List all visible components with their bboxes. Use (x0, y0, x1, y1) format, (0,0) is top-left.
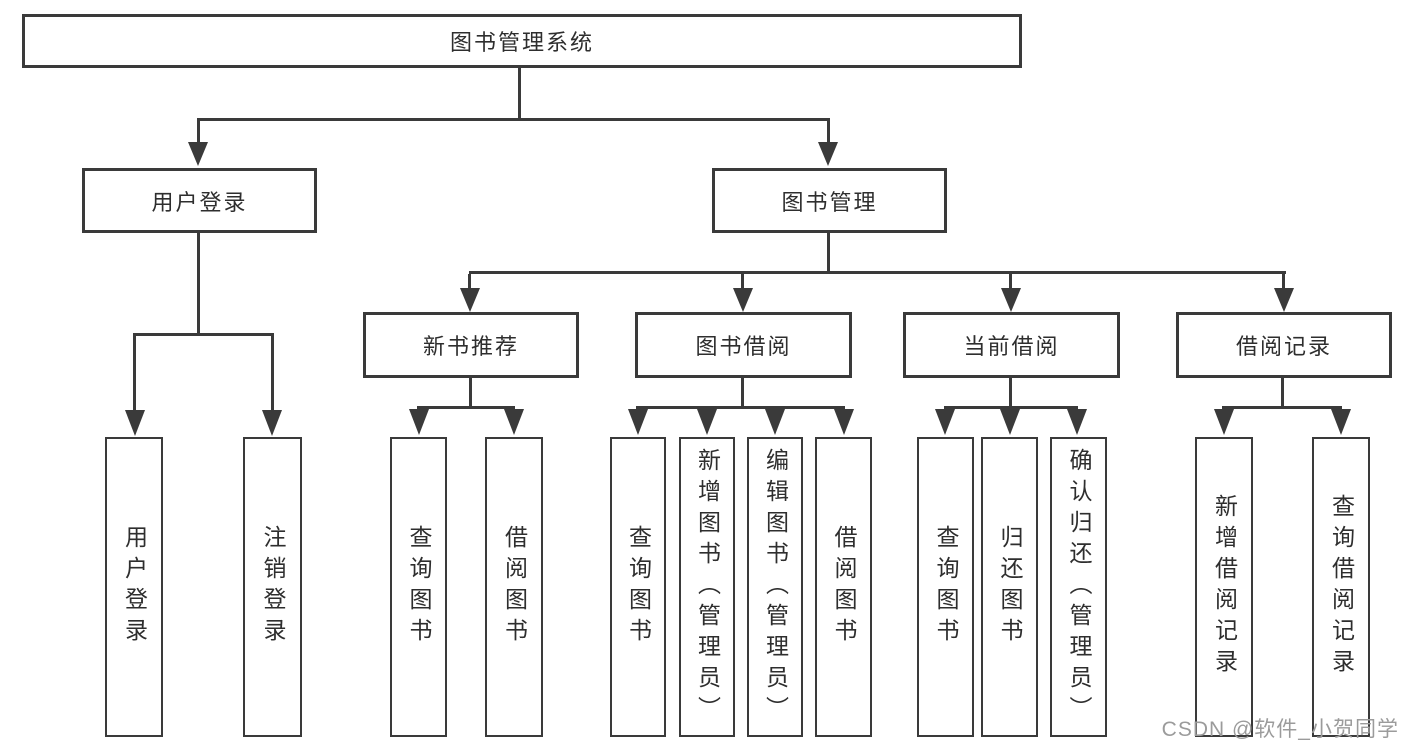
arrow-down-icon (409, 409, 429, 435)
arrow-down-icon (1000, 409, 1020, 435)
node-label: 归还图书 (997, 525, 1023, 649)
node-label: 借阅图书 (501, 525, 528, 649)
arrow-down-icon (1274, 288, 1294, 312)
node-label: 新书推荐 (422, 334, 519, 359)
connector-login-horizontal (133, 333, 274, 336)
node-current-borrowing: 当前借阅 (903, 312, 1120, 378)
leaf-return-books: 归还图书 (981, 437, 1038, 737)
node-label: 查询图书 (625, 525, 652, 649)
arrow-down-icon (834, 409, 854, 435)
arrow-down-icon (628, 409, 648, 435)
leaf-query-books-current: 查询图书 (917, 437, 974, 737)
connector-login-vertical (197, 233, 200, 335)
connector-stem (271, 335, 274, 411)
connector-stem (197, 120, 200, 144)
connector-stem (133, 335, 136, 411)
node-label: 图书管理 (781, 189, 878, 215)
node-label: 图书管理系统 (449, 30, 594, 55)
arrow-down-icon (733, 288, 753, 312)
leaf-user-login: 用户登录 (105, 437, 163, 737)
leaf-borrow-books: 借阅图书 (815, 437, 872, 737)
node-label: 注销登录 (260, 525, 286, 649)
arrow-down-icon (818, 142, 838, 166)
leaf-borrow-books-recommend: 借阅图书 (485, 437, 543, 737)
arrow-down-icon (262, 410, 282, 436)
leaf-query-borrow-record: 查询借阅记录 (1312, 437, 1370, 737)
arrow-down-icon (504, 409, 524, 435)
connector-horizontal (944, 406, 1078, 409)
leaf-query-books-borrowing: 查询图书 (610, 437, 666, 737)
node-label: 确认归还（管理员） (1066, 447, 1092, 727)
connector-stem (827, 120, 830, 144)
node-borrowing-records: 借阅记录 (1176, 312, 1392, 378)
connector-stem (1009, 274, 1012, 290)
arrow-down-icon (125, 410, 145, 436)
arrow-down-icon (1331, 409, 1351, 435)
connector-mgmt-vertical (827, 233, 830, 273)
arrow-down-icon (935, 409, 955, 435)
node-label: 查询借阅记录 (1328, 494, 1355, 680)
node-root: 图书管理系统 (22, 14, 1022, 68)
connector-mgmt-horizontal (469, 271, 1286, 274)
connector-root-horizontal (197, 118, 830, 121)
leaf-confirm-return-admin: 确认归还（管理员） (1050, 437, 1107, 737)
connector-horizontal (636, 406, 845, 409)
node-label: 新增图书（管理员） (694, 447, 721, 727)
connector-root-vertical (518, 68, 521, 120)
node-book-borrowing: 图书借阅 (635, 312, 852, 378)
connector-vertical (469, 378, 472, 408)
connector-stem (1282, 274, 1285, 290)
node-label: 用户登录 (151, 189, 248, 215)
leaf-add-book-admin: 新增图书（管理员） (679, 437, 735, 737)
leaf-query-books-recommend: 查询图书 (390, 437, 447, 737)
arrow-down-icon (188, 142, 208, 166)
connector-horizontal (1222, 406, 1342, 409)
leaf-logout: 注销登录 (243, 437, 302, 737)
node-label: 编辑图书（管理员） (762, 447, 789, 727)
node-book-management: 图书管理 (712, 168, 947, 233)
node-label: 查询图书 (406, 525, 432, 649)
arrow-down-icon (1001, 288, 1021, 312)
node-new-book-recommendation: 新书推荐 (363, 312, 579, 378)
connector-vertical (1009, 378, 1012, 408)
arrow-down-icon (460, 288, 480, 312)
node-label: 借阅记录 (1235, 334, 1332, 359)
arrow-down-icon (697, 409, 717, 435)
node-label: 新增借阅记录 (1211, 494, 1238, 680)
arrow-down-icon (1067, 409, 1087, 435)
connector-vertical (741, 378, 744, 408)
connector-vertical (1281, 378, 1284, 408)
node-label: 查询图书 (933, 525, 959, 649)
node-label: 借阅图书 (831, 525, 857, 649)
node-label: 当前借阅 (963, 334, 1060, 359)
csdn-watermark: CSDN @软件_小贺同学 (1161, 718, 1399, 741)
arrow-down-icon (1214, 409, 1234, 435)
connector-stem (741, 274, 744, 290)
node-user-login: 用户登录 (82, 168, 317, 233)
leaf-edit-book-admin: 编辑图书（管理员） (747, 437, 803, 737)
node-label: 用户登录 (121, 525, 148, 649)
connector-stem (468, 274, 471, 290)
node-label: 图书借阅 (695, 334, 792, 359)
connector-horizontal (417, 406, 515, 409)
arrow-down-icon (765, 409, 785, 435)
leaf-add-borrow-record: 新增借阅记录 (1195, 437, 1253, 737)
